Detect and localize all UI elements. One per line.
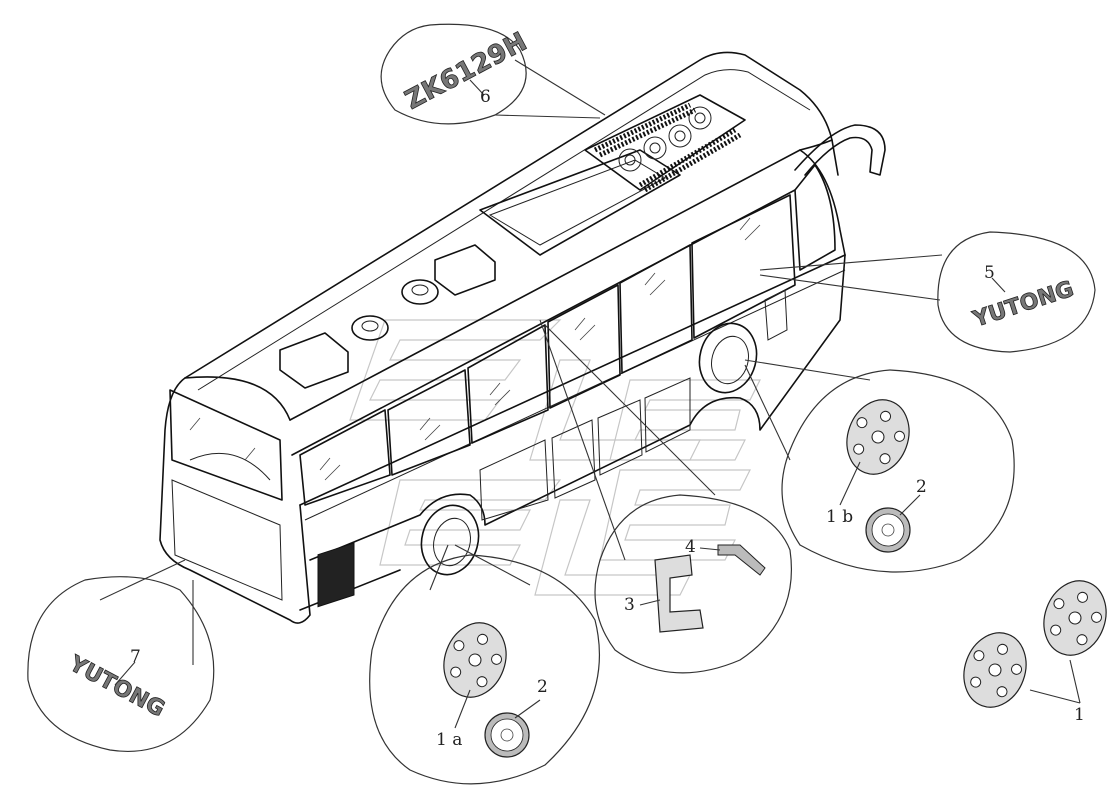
- hubcap-icon-1-right: [1043, 580, 1107, 656]
- brand-badge-7: YUTONG: [64, 651, 169, 723]
- hubcap-icon-1a: [443, 622, 507, 698]
- callout-7: 7: [130, 647, 141, 667]
- roof-equipment: [279, 94, 746, 389]
- callout-1a: 1 a: [436, 730, 462, 750]
- bus-wheels: [420, 322, 758, 576]
- center-cap-icon-2b: [865, 507, 911, 553]
- callout-2a: 2: [537, 677, 548, 697]
- hubcap-icon-1-left: [963, 632, 1027, 708]
- callout-1: 1: [1074, 705, 1085, 725]
- side-brand-text: YUTONG: [969, 277, 1077, 333]
- center-cap-icon-2a: [484, 712, 530, 758]
- callout-labels: 6 5 7 1 b 2 3 4 1 a 2 1: [130, 87, 1085, 750]
- side-windows: [189, 194, 796, 506]
- callout-6: 6: [480, 87, 491, 107]
- callout-2b: 2: [916, 477, 927, 497]
- hubcap-icon-1b: [846, 399, 910, 475]
- callout-4: 4: [685, 537, 696, 557]
- clip-icon-3: [654, 554, 704, 633]
- callout-1b: 1 b: [826, 507, 853, 527]
- rear-brand-text: YUTONG: [64, 651, 168, 722]
- callout-3: 3: [624, 595, 635, 615]
- pin-icon-4: [717, 544, 766, 576]
- luggage-doors: [317, 289, 788, 608]
- brand-badge-5: YUTONG: [969, 276, 1077, 333]
- callout-bubbles: [27, 23, 1096, 785]
- callout-5: 5: [984, 263, 995, 283]
- part-leaders: [114, 79, 1081, 729]
